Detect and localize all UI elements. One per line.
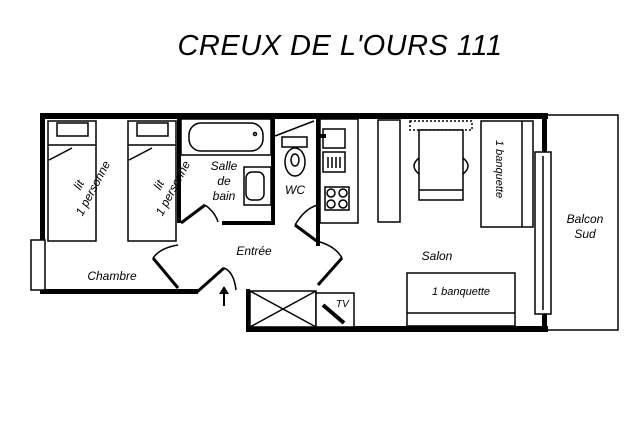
closet — [249, 290, 317, 328]
banquette-1 — [480, 120, 534, 228]
bathroom-sink — [243, 166, 272, 206]
entrance-arrow-icon — [219, 286, 229, 306]
banquette-2-label: 1 banquette — [432, 286, 490, 298]
room-label-entree: Entrée — [236, 244, 272, 258]
bed-1 — [47, 120, 97, 242]
bar-counter — [377, 119, 401, 223]
room-label-sdb-3: bain — [213, 189, 236, 203]
room-label-wc: WC — [285, 183, 305, 197]
room-label-balcon-1: Balcon — [567, 212, 604, 226]
tv-unit — [315, 292, 355, 328]
plan-title: CREUX DE L'OURS 111 — [177, 30, 503, 62]
window-chambre — [30, 239, 46, 291]
balcony — [545, 114, 619, 331]
banquette-2 — [406, 272, 516, 327]
room-label-salon: Salon — [422, 249, 453, 263]
room-label-sdb-1: Salle — [211, 159, 238, 173]
bathtub — [180, 118, 272, 156]
kitchen-counter — [319, 118, 359, 224]
room-label-chambre: Chambre — [87, 269, 137, 283]
banquette-1-label: 1 banquette — [493, 140, 505, 198]
toilet — [274, 120, 315, 177]
table — [409, 120, 473, 201]
room-label-sdb-2: de — [217, 174, 231, 188]
room-label-balcon-2: Sud — [574, 227, 596, 241]
bed-2 — [127, 120, 177, 242]
tv-label: TV — [336, 299, 350, 310]
